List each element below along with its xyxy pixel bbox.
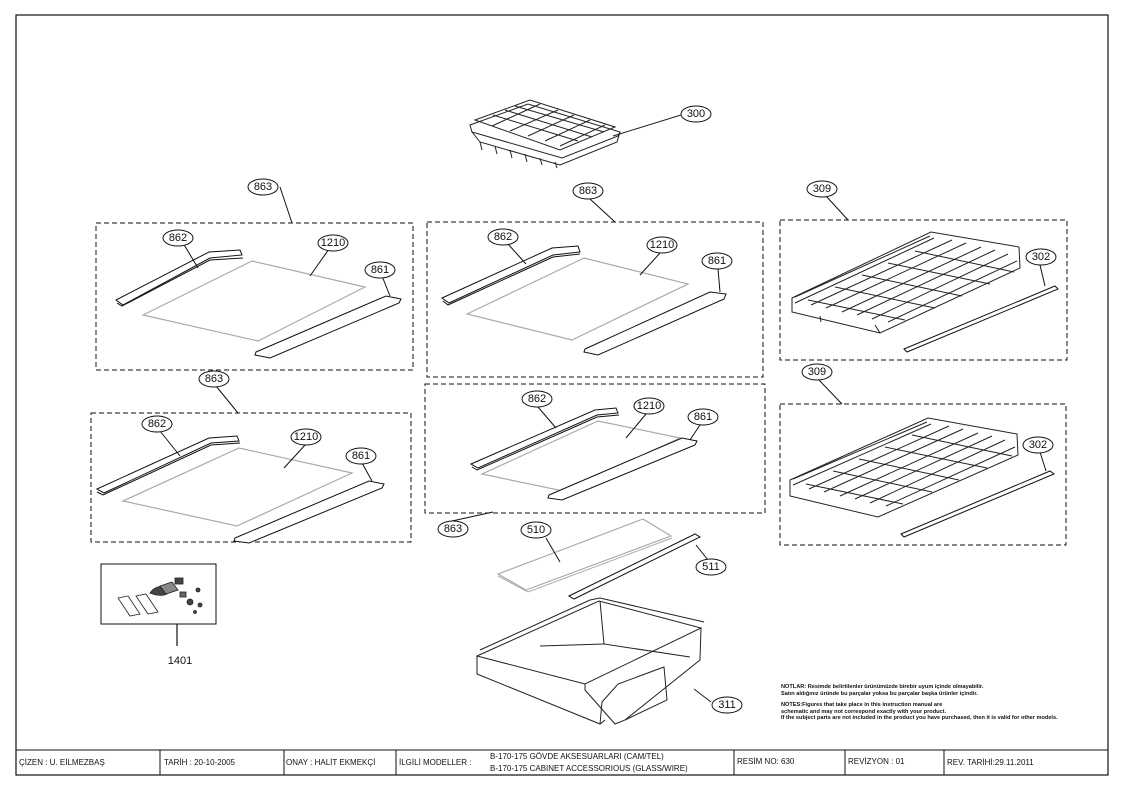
callout-861-middle-center: 861	[687, 408, 719, 426]
callout-302-top: 302	[1025, 248, 1057, 266]
callout-862-middle-left: 862	[141, 415, 173, 433]
ice-tray-drawing	[469, 99, 682, 169]
svg-text:302: 302	[1029, 439, 1047, 451]
svg-text:861: 861	[352, 450, 370, 462]
shelf-assembly-top-left	[95, 186, 414, 371]
svg-text:1210: 1210	[637, 400, 661, 412]
svg-text:862: 862	[494, 231, 512, 243]
callout-861-top-left: 861	[364, 261, 396, 279]
svg-text:309: 309	[813, 183, 831, 195]
svg-text:861: 861	[708, 255, 726, 267]
callout-863-middle-center: 863	[437, 520, 469, 538]
callout-311: 311	[711, 696, 743, 714]
svg-text:511: 511	[702, 561, 720, 573]
accessory-kit-drawing	[100, 563, 217, 646]
callout-1210-top-middle: 1210	[646, 236, 678, 254]
svg-text:510: 510	[527, 524, 545, 536]
callout-1210-top-left: 1210	[317, 234, 349, 252]
drawn-by: ÇİZEN : U. EİLMEZBAŞ	[19, 758, 105, 767]
crisper-cover-drawing	[496, 518, 709, 600]
svg-text:863: 863	[205, 373, 223, 385]
notes-tr-line2: Satın aldığınız üründe bu parçalar yoksa…	[781, 690, 978, 697]
drawing-date: TARİH : 20-10-2005	[164, 758, 235, 767]
svg-text:862: 862	[148, 418, 166, 430]
callout-1210-middle-center: 1210	[633, 397, 665, 415]
wire-shelf-top	[779, 195, 1068, 361]
svg-text:862: 862	[528, 393, 546, 405]
callout-300: 300	[680, 105, 712, 123]
related-models-label: İLGİLİ MODELLER :	[399, 758, 472, 767]
callout-862-top-middle: 862	[487, 228, 519, 246]
revision: REVİZYON : 01	[848, 757, 905, 766]
callout-309-top: 309	[806, 180, 838, 198]
svg-text:861: 861	[694, 411, 712, 423]
svg-text:863: 863	[579, 185, 597, 197]
drawing-number: RESİM NO: 630	[737, 757, 795, 766]
callout-1210-middle-left: 1210	[290, 428, 322, 446]
callout-511: 511	[695, 558, 727, 576]
crisper-drawer-drawing	[475, 597, 712, 725]
svg-text:311: 311	[718, 699, 736, 711]
notes-en-line1: NOTES:Figures that take place in this in…	[781, 702, 943, 709]
label-1401: 1401	[168, 655, 192, 667]
approved-by: ONAY : HALİT EKMEKÇİ	[286, 758, 376, 767]
notes-tr-line1: NOTLAR: Resimde belirtilenler ürünümüzde…	[781, 684, 984, 690]
svg-text:300: 300	[687, 108, 705, 120]
svg-text:1210: 1210	[321, 237, 345, 249]
shelf-assembly-middle-left	[90, 385, 412, 544]
callout-863-middle-left: 863	[198, 370, 230, 388]
callout-862-middle-center: 862	[521, 390, 553, 408]
sheet-border	[15, 14, 1109, 776]
svg-text:1210: 1210	[294, 431, 318, 443]
callout-861-top-middle: 861	[701, 252, 733, 270]
shelf-assembly-top-middle	[426, 198, 764, 378]
wire-shelf-bottom	[779, 378, 1067, 546]
disclaimer-notes: NOTLAR: Resimde belirtilenler ürünümüzde…	[781, 684, 1111, 722]
svg-text:861: 861	[371, 264, 389, 276]
notes-en-line3: If the subject parts are not included in…	[781, 715, 1058, 722]
svg-text:302: 302	[1032, 251, 1050, 263]
callout-862-top-left: 862	[162, 229, 194, 247]
callout-861-middle-left: 861	[345, 447, 377, 465]
description-line1: B-170-175 GÖVDE AKSESUARLARI (CAM/TEL)	[490, 752, 664, 761]
svg-text:863: 863	[444, 523, 462, 535]
callout-863-top-left: 863	[247, 178, 279, 196]
revision-date: REV. TARİHİ:29.11.2011	[947, 758, 1034, 767]
callout-863-top-middle: 863	[572, 182, 604, 200]
svg-text:863: 863	[254, 181, 272, 193]
svg-text:1210: 1210	[650, 239, 674, 251]
shelf-assembly-middle-center	[424, 383, 766, 522]
description-line2: B-170-175 CABINET ACCESSORIOUS (GLASS/WI…	[490, 764, 688, 773]
svg-text:862: 862	[169, 232, 187, 244]
callout-302-bottom: 302	[1022, 436, 1054, 454]
title-block-grid	[16, 749, 1108, 775]
callout-309-bottom: 309	[801, 363, 833, 381]
svg-text:309: 309	[808, 366, 826, 378]
callout-510: 510	[520, 521, 552, 539]
notes-en-line2: schematic and may not correspond exactly…	[781, 708, 947, 715]
